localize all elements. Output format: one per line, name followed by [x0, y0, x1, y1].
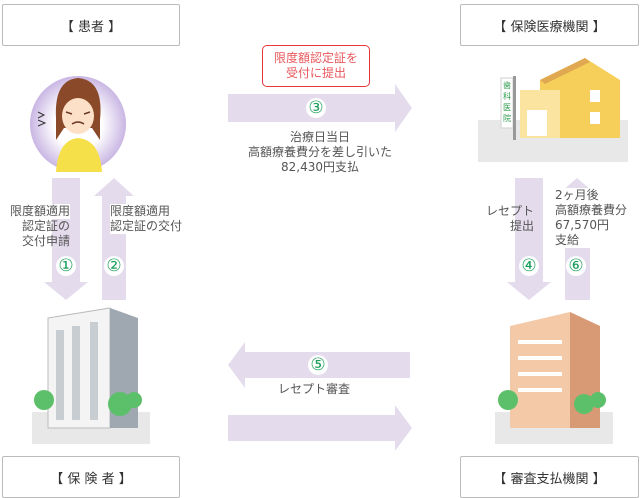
step-2-label: 限度額適用 認定証の交付	[110, 204, 183, 234]
arrow-2	[94, 178, 134, 300]
label-line: 高額療養費分	[555, 203, 628, 218]
node-label: 【 保険医療機関 】	[493, 19, 606, 35]
callout-box: 限度額認定証を 受付に提出	[262, 45, 370, 87]
hospital-illustration	[478, 58, 628, 162]
hospital-sign: 歯科医院	[503, 81, 511, 123]
step-4-number: ④	[519, 256, 539, 276]
arrow-4	[507, 178, 551, 300]
node-insurer: 【 保 険 者 】	[2, 456, 180, 498]
label-line: 提出	[509, 219, 534, 233]
step-3-label: 治療日当日 高額療養費分を差し引いた 82,430円支払	[240, 130, 400, 175]
node-label: 【 保 険 者 】	[50, 471, 132, 487]
step-1-label: 限度額適用 認定証の 交付申請	[6, 204, 70, 249]
step-3-number: ③	[306, 98, 326, 118]
arrow-bottom	[228, 405, 412, 451]
insurer-building	[32, 307, 150, 444]
label-line: 認定証の交付	[110, 219, 183, 234]
step-6-label: 2ヶ月後 高額療養費分 67,570円 支給	[555, 188, 628, 248]
label-line: 交付申請	[21, 234, 70, 248]
callout-line: 受付に提出	[285, 66, 346, 80]
node-hospital: 【 保険医療機関 】	[460, 4, 639, 46]
step-4-label: レセプト 提出	[470, 204, 534, 234]
step-6-number: ⑥	[566, 256, 586, 276]
label-line: レセプト	[485, 204, 534, 218]
label-line: 限度額適用	[110, 204, 183, 219]
label-line: 治療日当日	[289, 130, 350, 144]
node-label: 【 審査支払機関 】	[493, 471, 606, 487]
callout-line: 限度額認定証を	[273, 51, 358, 65]
label-line: 限度額適用	[6, 204, 70, 219]
patient-illustration	[30, 76, 126, 172]
step-1-number: ①	[56, 256, 76, 276]
label-line: 認定証の	[21, 219, 70, 233]
node-patient: 【 患者 】	[2, 4, 180, 46]
step-5-number: ⑤	[308, 355, 328, 375]
node-review: 【 審査支払機関 】	[460, 456, 639, 498]
node-label: 【 患者 】	[60, 19, 122, 35]
label-line: 支給	[555, 233, 628, 248]
label-line: 高額療養費分を差し引いた	[247, 145, 392, 159]
review-building	[495, 312, 613, 444]
label-line: 82,430円支払	[281, 160, 359, 174]
step-5-label: レセプト審査	[278, 382, 351, 397]
step-2-number: ②	[104, 256, 124, 276]
label-line: 2ヶ月後	[555, 188, 628, 203]
label-line: 67,570円	[555, 218, 628, 233]
